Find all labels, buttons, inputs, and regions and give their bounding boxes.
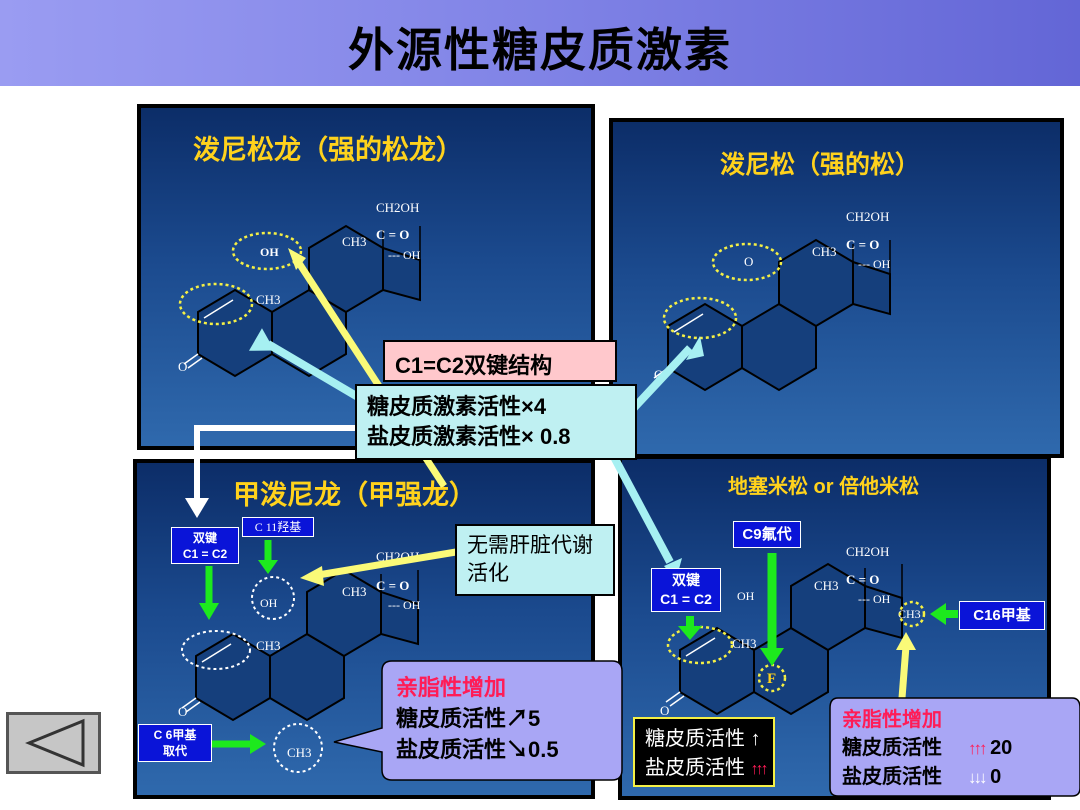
triple-up-arrow-icon: ↑↑↑ (968, 739, 987, 758)
no-liver-box: 无需肝脏代谢 活化 (455, 524, 615, 596)
p1-c11-oh-label: OH (260, 245, 279, 259)
p4-oh-label: --- OH (858, 592, 891, 606)
c9-fluoro-label: C9氟代 (733, 521, 801, 548)
p3-co-label: C = O (376, 578, 409, 593)
lipo-right-head: 亲脂性增加 (842, 709, 942, 731)
p4-fluoro-label: F (767, 671, 776, 687)
triangle-left-icon (25, 718, 85, 768)
up-arrow-icon: ↑ (750, 728, 761, 750)
title-bar (0, 0, 1080, 86)
dexamethasone-title: 地塞米松 or 倍他米松 (728, 476, 920, 498)
double-bond-p4-line-1: 双键 (672, 572, 700, 588)
prev-slide-button[interactable] (6, 712, 101, 774)
p4-c3-o-label: O (660, 703, 669, 718)
triple-down-arrow-icon: ↓↓↓ (968, 768, 987, 787)
p3-c6-ch3-label: CH3 (287, 745, 312, 760)
c1c2-structure-box: C1=C2双键结构 (383, 340, 617, 382)
p4-ch2oh-label: CH2OH (846, 544, 889, 559)
p2-c11-o-label: O (744, 254, 753, 269)
c6-line-2: 取代 (162, 744, 187, 758)
p2-c3-o-label: O (654, 367, 663, 382)
lipo-left-line-1: 糖皮质活性↗5 (396, 706, 541, 731)
c16-methyl-label: C16甲基 (959, 601, 1045, 630)
p3-ch3-label: CH3 (342, 584, 367, 599)
lipo-left-line-2: 盐皮质活性↘0.5 (396, 737, 559, 762)
activity-line-2: 盐皮质激素活性× 0.8 (367, 424, 571, 449)
white-arrow-icon (185, 498, 209, 518)
dexa-line-2: 盐皮质活性 (645, 757, 745, 779)
triple-up-arrow-icon: ↑↑↑ (750, 761, 769, 778)
lipo-left-text: 亲脂性增加 糖皮质活性↗5 盐皮质活性↘0.5 (396, 672, 616, 765)
p2-oh-label: --- OH (858, 257, 891, 271)
p1-ch2oh-label: CH2OH (376, 200, 419, 215)
page-title: 外源性糖皮质激素 (348, 23, 732, 77)
p1-co-label: C = O (376, 227, 409, 242)
methylprednisolone-title: 甲泼尼龙（甲强龙） (233, 480, 476, 510)
p4-c16-ch3-label: CH3 (898, 607, 921, 621)
double-bond-label-p4: 双键 C1 = C2 (651, 568, 721, 612)
activity-line-1: 糖皮质激素活性×4 (367, 394, 547, 419)
lipo-right-line-2: 盐皮质活性 (842, 766, 942, 788)
p3-c10-ch3-label: CH3 (256, 638, 281, 653)
p1-ch3-label: CH3 (342, 234, 367, 249)
lipo-right-text: 亲脂性增加 糖皮质活性 ↑↑↑ 20 盐皮质活性 ↓↓↓ 0 (842, 706, 1078, 792)
prednisone-title: 泼尼松（强的松） (720, 151, 921, 179)
lipo-right-line-1: 糖皮质活性 (842, 737, 942, 759)
p1-c10-ch3-label: CH3 (256, 292, 281, 307)
dexa-activity-box: 糖皮质活性 ↑ 盐皮质活性 ↑↑↑ (633, 717, 775, 787)
dexa-line-1: 糖皮质活性 (645, 728, 745, 750)
double-bond-p4-line-2: C1 = C2 (660, 591, 712, 607)
double-bond-label-p3: 双键 C1 = C2 (171, 527, 239, 564)
no-liver-line-2: 活化 (467, 562, 509, 585)
p4-c11-oh-label: OH (737, 589, 755, 603)
p1-c3-o-label: O (178, 359, 187, 374)
p2-ch2oh-label: CH2OH (846, 209, 889, 224)
p4-co-label: C = O (846, 572, 879, 587)
p3-c11-oh-label: OH (260, 596, 278, 610)
activity-box: 糖皮质激素活性×4 盐皮质激素活性× 0.8 (355, 384, 637, 460)
no-liver-line-1: 无需肝脏代谢 (467, 534, 593, 557)
p4-c10-ch3-label: CH3 (732, 636, 757, 651)
p4-ch3-label: CH3 (814, 578, 839, 593)
p2-co-label: C = O (846, 237, 879, 252)
p3-oh-label: --- OH (388, 598, 421, 612)
c6-methyl-label: C 6甲基 取代 (138, 724, 212, 762)
double-bond-p3-line-1: 双键 (192, 531, 217, 545)
p2-ch3-label: CH3 (812, 244, 837, 259)
c6-line-1: C 6甲基 (153, 728, 197, 742)
lipo-right-val-1: 20 (990, 737, 1013, 759)
lipo-left-head: 亲脂性增加 (396, 675, 507, 700)
p1-oh-label: --- OH (388, 248, 421, 262)
c11-hydroxyl-label: C 11羟基 (242, 517, 314, 537)
double-bond-p3-line-2: C1 = C2 (182, 547, 228, 561)
c1c2-structure-label: C1=C2双键结构 (395, 353, 553, 378)
lipo-right-val-2: 0 (990, 766, 1002, 788)
p3-c3-o-label: O (178, 704, 187, 719)
prednisolone-title: 泼尼松龙（强的松龙） (193, 135, 463, 165)
